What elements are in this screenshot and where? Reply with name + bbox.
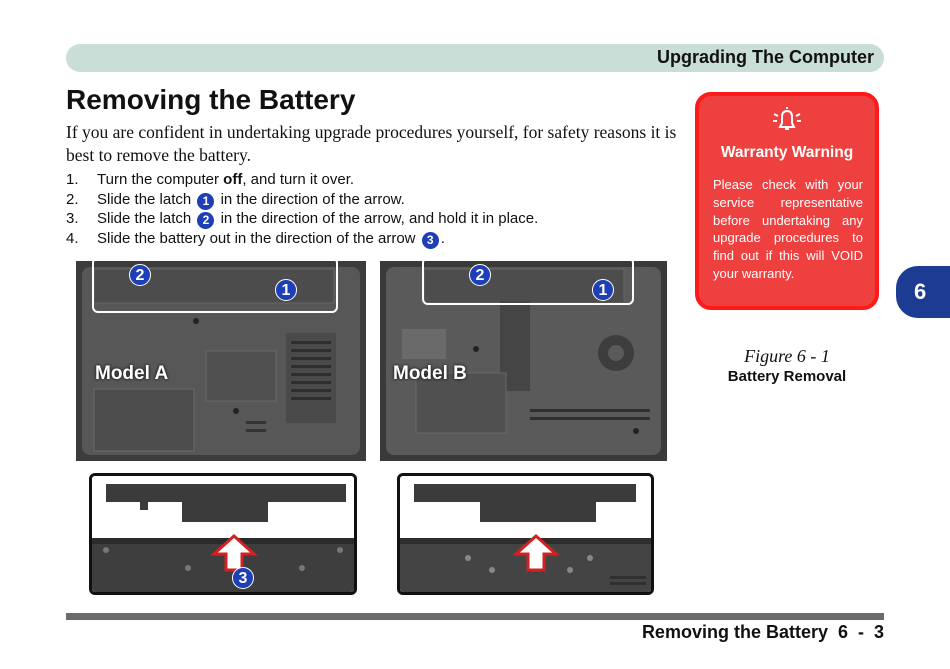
latch-badge: 1 <box>197 192 215 210</box>
step-text: in the direction of the arrow, and hold … <box>216 210 539 227</box>
step-text: Slide the latch <box>97 210 196 227</box>
footer-page-label: Removing the Battery 6 - 3 <box>641 622 884 642</box>
model-b-label: Model B <box>393 363 467 384</box>
latch-2-marker: 2 <box>129 264 151 286</box>
intro-paragraph: If you are confident in undertaking upgr… <box>66 122 677 165</box>
warning-title: Warranty Warning <box>720 144 854 161</box>
step-number: 1. <box>66 171 79 188</box>
figure-caption: Figure 6 - 1 Battery Removal <box>700 346 874 385</box>
step-number: 4. <box>66 229 79 247</box>
laptop-underside-image <box>380 261 667 461</box>
arrow-badge: 3 <box>421 231 439 249</box>
footer-rule <box>66 613 884 620</box>
steps-list: 1. Turn the computer off, and turn it ov… <box>66 171 686 249</box>
arrow-3-marker: 3 <box>232 567 254 589</box>
latch-badge: 2 <box>197 212 215 229</box>
step-text: in the direction of the arrow. <box>216 190 405 208</box>
step-bold-text: off <box>223 171 243 188</box>
model-a-photo: 2 1 Model A <box>76 261 366 461</box>
battery-pack-image <box>400 476 651 592</box>
latch-callout-box <box>92 261 338 313</box>
warning-body: Please check with your service represent… <box>713 177 863 281</box>
step-text: Slide the latch <box>97 190 196 208</box>
model-a-label: Model A <box>95 363 169 384</box>
figure-title: Battery Removal <box>727 368 847 385</box>
step-number: 3. <box>66 210 79 227</box>
battery-removal-photo-a: 3 <box>89 473 357 595</box>
chapter-tab: 6 <box>896 266 950 318</box>
step-text: , and turn it over. <box>242 171 355 188</box>
chapter-number: 6 <box>914 279 927 304</box>
step-number: 2. <box>66 190 79 208</box>
step-3: 3. Slide the latch 2 in the direction of… <box>66 210 686 230</box>
step-text: . <box>440 229 445 247</box>
latch-callout-box <box>422 261 634 305</box>
header-bar: Upgrading The Computer <box>66 44 884 72</box>
step-4: 4. Slide the battery out in the directio… <box>66 230 686 250</box>
step-text: Turn the computer <box>97 171 224 188</box>
latch-1-marker: 1 <box>592 279 614 301</box>
step-1: 1. Turn the computer off, and turn it ov… <box>66 171 686 191</box>
step-2: 2. Slide the latch 1 in the direction of… <box>66 191 686 211</box>
battery-removal-photo-b <box>397 473 654 595</box>
figure-number: Figure 6 - 1 <box>744 346 830 366</box>
latch-1-marker: 1 <box>275 279 297 301</box>
warranty-warning-box: Warranty Warning Please check with your … <box>695 92 879 310</box>
section-title: Upgrading The Computer <box>657 47 874 67</box>
alarm-bell-icon <box>699 106 875 137</box>
page-title: Removing the Battery <box>66 84 356 115</box>
model-b-photo: 2 1 Model B <box>380 261 667 461</box>
latch-2-marker: 2 <box>469 264 491 286</box>
battery-pack-image <box>92 476 354 592</box>
step-text: Slide the battery out in the direction o… <box>97 229 420 247</box>
